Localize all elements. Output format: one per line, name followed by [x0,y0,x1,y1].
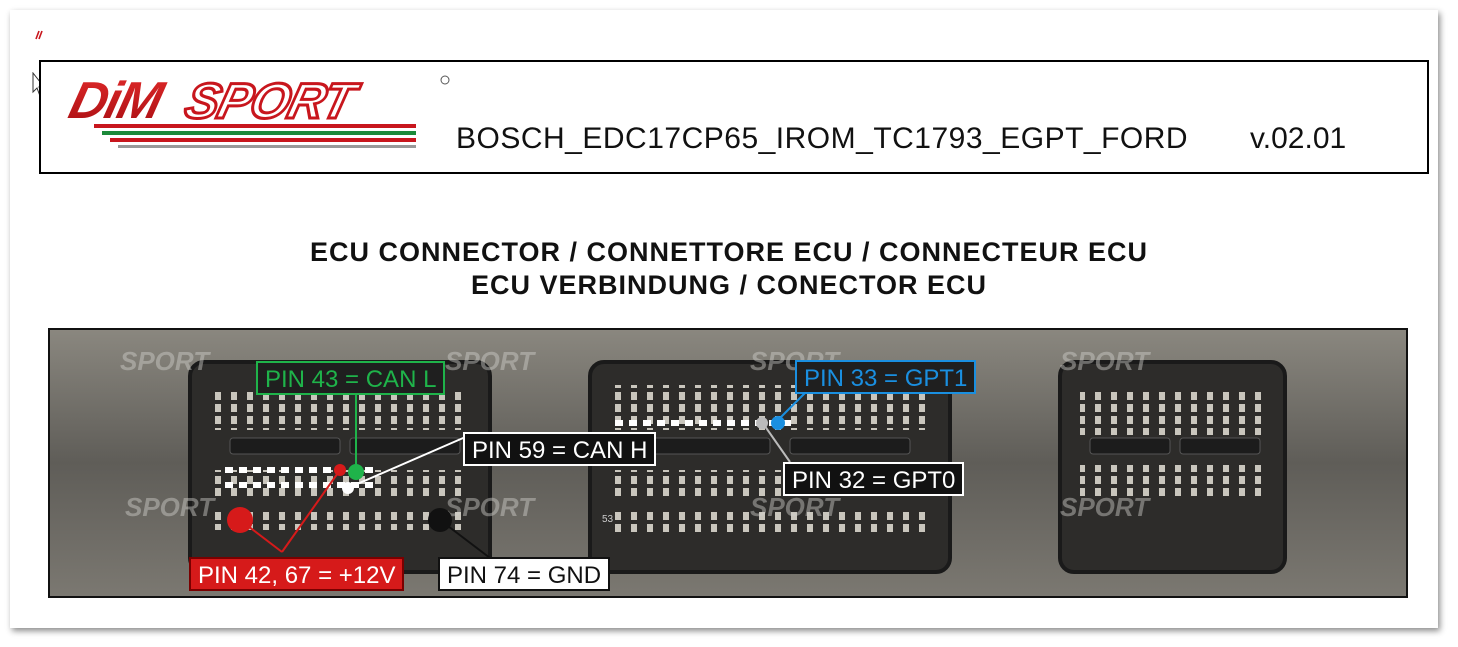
pin-74-gnd-label: PIN 74 = GND [438,557,611,591]
watermark-text: SPORT [445,492,536,522]
document-version: v.02.01 [1250,122,1347,155]
connector-number: 53 [602,514,614,525]
corner-mark-icon [35,30,43,40]
pin-59-marker [342,482,354,494]
pin-43-can-l-label: PIN 43 = CAN L [256,361,446,395]
logo-text-sport: SPORT [180,73,365,129]
watermark-text: SPORT [1060,492,1151,522]
pin-43-marker [348,464,364,480]
pin-42-67-power-label: PIN 42, 67 = +12V [189,557,405,591]
pin-33-marker [771,416,785,430]
document-title: BOSCH_EDC17CP65_IROM_TC1793_EGPT_FORD [456,122,1189,155]
pin-74-marker [428,508,452,532]
watermark-text: SPORT [750,492,841,522]
pin-42-marker [227,507,253,533]
pin-32-marker [756,417,768,429]
pin-33-gpt1-label: PIN 33 = GPT1 [795,360,977,394]
page-heading-line-2: ECU VERBINDUNG / CONECTOR ECU [470,270,988,300]
dimsport-logo: DiM SPORT [64,72,450,148]
ecu-connector-photo: SPORT SPORT SPORT SPORT SPORT SPORT SPOR… [48,328,1408,598]
document-header [39,60,1429,174]
ecu-connector-illustration: SPORT SPORT SPORT SPORT SPORT SPORT SPOR… [50,330,1406,596]
watermark-text: SPORT [445,346,536,376]
pin-32-gpt0-label: PIN 32 = GPT0 [783,462,965,496]
logo-text-dim: DiM [64,72,171,130]
pin-59-can-h-label: PIN 59 = CAN H [463,432,657,466]
pin-67-marker [334,464,346,476]
watermark-text: SPORT [120,346,211,376]
watermark-text: SPORT [1060,346,1151,376]
page-heading-line-1: ECU CONNECTOR / CONNETTORE ECU / CONNECT… [309,237,1149,267]
watermark-text: SPORT [125,492,216,522]
